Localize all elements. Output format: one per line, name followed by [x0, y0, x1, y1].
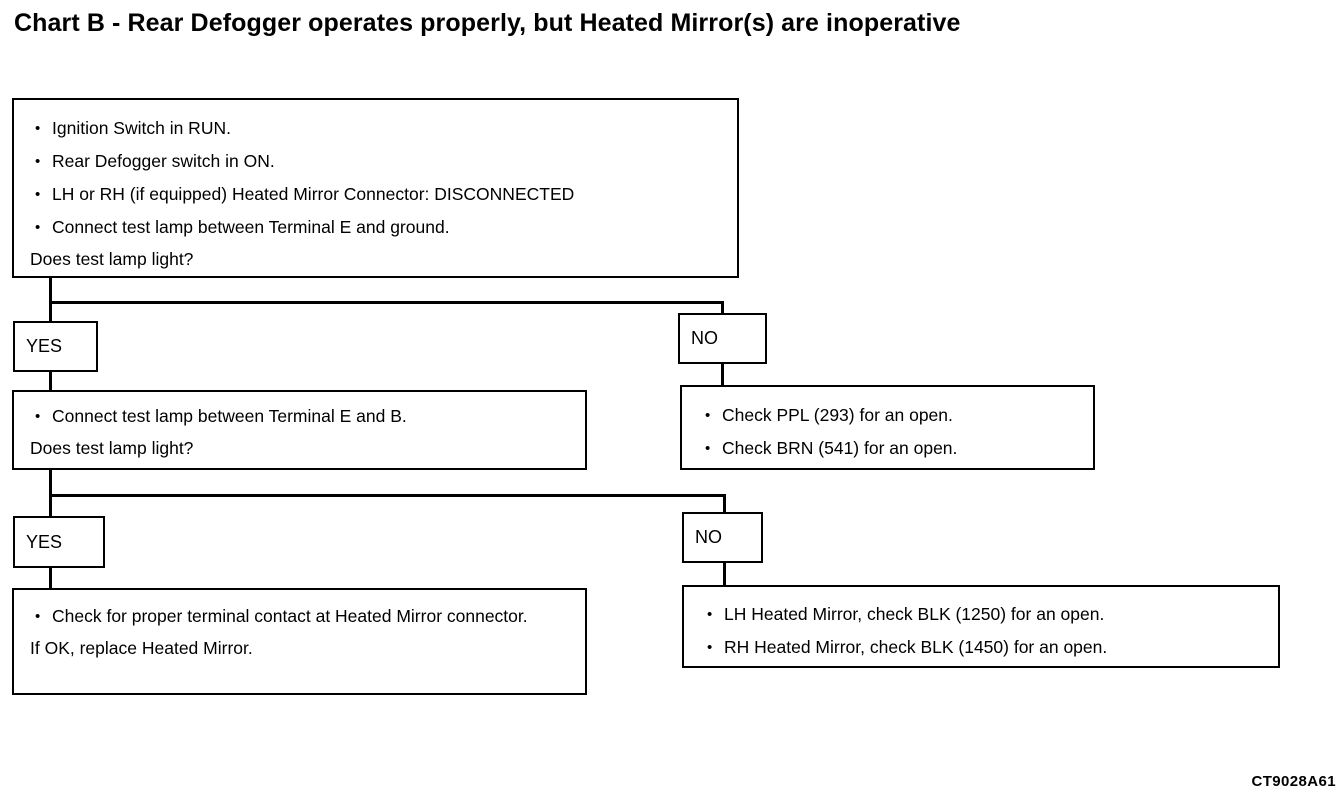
- list-item: Ignition Switch in RUN.: [30, 112, 731, 145]
- connector-step1no-to-result: [721, 364, 724, 385]
- step1-condition-box: Ignition Switch in RUN. Rear Defogger sw…: [12, 98, 739, 278]
- step2-yes-result-tail: If OK, replace Heated Mirror.: [30, 638, 253, 658]
- list-item: LH or RH (if equipped) Heated Mirror Con…: [30, 178, 731, 211]
- step2-yes-label: YES: [26, 531, 63, 552]
- page-title: Chart B - Rear Defogger operates properl…: [14, 9, 961, 37]
- connector-step2yes-to-result: [49, 568, 52, 589]
- connector-step1-bus: [49, 301, 724, 304]
- step2-yes-result-list: Check for proper terminal contact at Hea…: [30, 600, 579, 633]
- list-item: LH Heated Mirror, check BLK (1250) for a…: [702, 598, 1272, 631]
- step1-no-label: NO: [691, 328, 718, 348]
- list-item: RH Heated Mirror, check BLK (1450) for a…: [702, 631, 1272, 664]
- step1-bullet-list: Ignition Switch in RUN. Rear Defogger sw…: [30, 112, 731, 244]
- step2-no-label: NO: [695, 527, 722, 547]
- connector-step1-stem: [49, 278, 52, 304]
- step1-no-result-box: Check PPL (293) for an open. Check BRN (…: [680, 385, 1095, 470]
- list-item: Connect test lamp between Terminal E and…: [30, 211, 731, 244]
- step1-yes-box[interactable]: YES: [13, 321, 98, 372]
- step2-no-result-list: LH Heated Mirror, check BLK (1250) for a…: [702, 598, 1272, 664]
- step1-no-box[interactable]: NO: [678, 313, 767, 364]
- connector-step2-no-drop: [723, 494, 726, 512]
- step2-yes-result-box: Check for proper terminal contact at Hea…: [12, 588, 587, 695]
- list-item: Check BRN (541) for an open.: [700, 432, 1087, 465]
- connector-step2-yes-drop: [49, 494, 52, 516]
- list-item: Rear Defogger switch in ON.: [30, 145, 731, 178]
- list-item: Connect test lamp between Terminal E and…: [30, 400, 579, 433]
- step2-no-box[interactable]: NO: [682, 512, 763, 563]
- step2-no-result-box: LH Heated Mirror, check BLK (1250) for a…: [682, 585, 1280, 668]
- connector-step2-bus: [49, 494, 726, 497]
- connector-step1-yes-drop: [49, 301, 52, 322]
- connector-step1-no-drop: [721, 301, 724, 314]
- step1-question: Does test lamp light?: [30, 249, 194, 269]
- step2-yes-box[interactable]: YES: [13, 516, 105, 568]
- connector-step2no-to-result: [723, 563, 726, 586]
- step2-bullet-list: Connect test lamp between Terminal E and…: [30, 400, 579, 433]
- list-item: Check PPL (293) for an open.: [700, 399, 1087, 432]
- list-item: Check for proper terminal contact at Hea…: [30, 600, 572, 633]
- document-code: CT9028A61: [1251, 773, 1336, 790]
- step1-no-result-list: Check PPL (293) for an open. Check BRN (…: [700, 399, 1087, 465]
- connector-step2-stem: [49, 470, 52, 497]
- step2-condition-box: Connect test lamp between Terminal E and…: [12, 390, 587, 470]
- connector-step1yes-to-step2: [49, 372, 52, 391]
- step1-yes-label: YES: [26, 336, 63, 356]
- step2-question: Does test lamp light?: [30, 438, 194, 458]
